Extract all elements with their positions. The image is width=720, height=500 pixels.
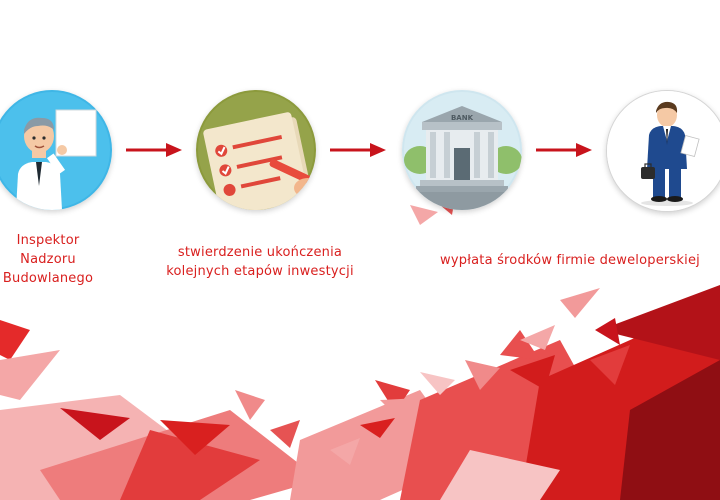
- step-1-label-line-2: Nadzoru: [20, 252, 76, 267]
- step-2-circle: [196, 90, 316, 210]
- step-2-label-line-2: kolejnych etapów inwestycji: [166, 264, 354, 279]
- step-1-circle: [0, 90, 112, 210]
- businessman-icon: [607, 91, 720, 211]
- bank-sign: BANK: [451, 114, 474, 122]
- step-3-label-line-1: wypłata środków firmie deweloperskiej: [440, 253, 700, 268]
- step-2-label: stwierdzenie ukończenia kolejnych etapów…: [160, 243, 360, 281]
- arrow-3: [536, 142, 592, 158]
- arrow-right-icon: [330, 143, 386, 157]
- arrow-right-icon: [126, 143, 182, 157]
- step-1-label-line-1: Inspektor: [16, 233, 80, 248]
- arrow-right-icon: [536, 143, 592, 157]
- step-2-label-line-1: stwierdzenie ukończenia: [177, 245, 343, 260]
- step-1-label-line-3: Budowlanego: [2, 271, 94, 286]
- step-3-label: wypłata środków firmie deweloperskiej: [430, 251, 710, 270]
- step-1-label: Inspektor Nadzoru Budowlanego: [0, 231, 96, 288]
- checklist-icon: [196, 90, 316, 210]
- inspector-icon: [0, 90, 112, 210]
- bank-icon: BANK: [402, 90, 522, 210]
- arrow-2: [330, 142, 386, 158]
- step-3-circle: BANK: [402, 90, 522, 210]
- arrow-1: [126, 142, 182, 158]
- step-4-circle: [606, 90, 720, 212]
